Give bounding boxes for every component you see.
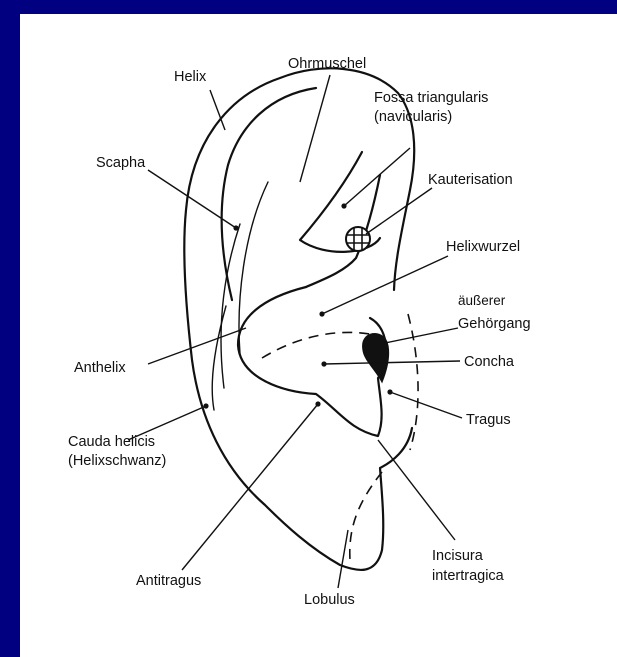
label-anthelix: Anthelix	[74, 360, 126, 376]
label-antitragus: Antitragus	[136, 573, 201, 589]
label-ohrmuschel: Ohrmuschel	[288, 56, 366, 72]
leader-anthelix	[148, 328, 246, 364]
cauterization-mark	[346, 227, 370, 251]
ear-outer-outline	[184, 68, 414, 570]
scapha-line-3	[212, 306, 226, 410]
leader-helixwurzel	[322, 256, 448, 314]
label-helixwurzel: Helixwurzel	[446, 239, 520, 255]
leader-tragus	[390, 392, 462, 418]
label-gehoergang-line1: äußerer	[458, 293, 506, 308]
helix-inner-rim	[222, 88, 316, 300]
concha-dashed-arc	[262, 332, 375, 358]
label-cauda-line1: Cauda helicis	[68, 434, 155, 450]
label-gehoergang-line2: Gehörgang	[458, 316, 531, 332]
label-tragus: Tragus	[466, 412, 511, 428]
label-cauda-line2: (Helixschwanz)	[68, 453, 166, 469]
label-scapha: Scapha	[96, 155, 146, 171]
label-lobulus: Lobulus	[304, 592, 355, 608]
label-concha: Concha	[464, 354, 515, 370]
leader-gehoergang	[380, 328, 458, 344]
leader-lobulus	[338, 530, 348, 588]
diagram-panel: Helix Ohrmuschel Fossa triangularis (nav…	[20, 14, 617, 657]
label-fossa-line2: (navicularis)	[374, 109, 452, 125]
ear-canal-opening	[363, 334, 389, 382]
leader-incisura	[378, 440, 455, 540]
label-incisura-line2: intertragica	[432, 568, 505, 584]
ear-anatomy-diagram: Helix Ohrmuschel Fossa triangularis (nav…	[20, 14, 617, 657]
label-helix: Helix	[174, 69, 207, 85]
scapha-line-1	[239, 182, 268, 354]
ear-illustration	[184, 68, 418, 570]
anthelix-outline	[238, 287, 386, 436]
label-fossa-line1: Fossa triangularis	[374, 90, 488, 106]
leader-fossa	[344, 148, 410, 206]
helix-crus	[306, 175, 380, 287]
labels: Helix Ohrmuschel Fossa triangularis (nav…	[68, 56, 531, 608]
leader-concha	[324, 361, 460, 364]
label-kauterisation: Kauterisation	[428, 172, 513, 188]
label-incisura-line1: Incisura	[432, 548, 484, 564]
tragus-dashed-line	[408, 314, 418, 450]
lobulus-dashed-line	[350, 472, 382, 560]
leader-antitragus	[182, 404, 318, 570]
